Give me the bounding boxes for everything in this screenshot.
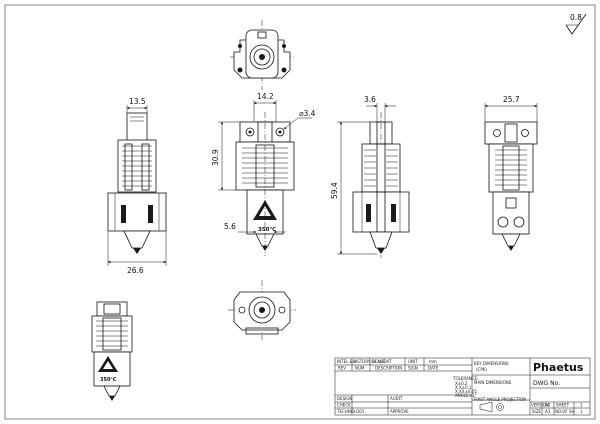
- tb-intel-label: INTEL & L: [337, 359, 357, 364]
- iso-temp-label: 350℃: [100, 377, 117, 383]
- dim-rear-width: 25.7: [503, 95, 520, 104]
- tb-sign-col: SIGN: [408, 366, 418, 371]
- tb-cpk: (CPK): [476, 367, 487, 372]
- tb-version-value: A0: [545, 403, 551, 408]
- dim-side-top-width: 14.2: [257, 92, 274, 101]
- surface-finish-value: 0.8: [570, 13, 582, 22]
- tb-tolerance-2: X.X±0.1: [455, 385, 472, 390]
- bottom-view: [228, 280, 296, 340]
- tb-tolerance-label: TOLERANCE:: [452, 376, 478, 381]
- tb-check-label: CHECK: [337, 403, 351, 408]
- tb-approve-label: APPROVE: [390, 409, 409, 414]
- tb-sheet-value: 1: [580, 403, 583, 408]
- tb-tolerance-1: X±0.2: [455, 381, 468, 386]
- top-view: [230, 20, 294, 90]
- dim-front-top-width: 13.5: [129, 97, 146, 106]
- tb-main-dimensions: MAIN DIMENSIONS: [474, 380, 512, 385]
- tb-key-dimensions: KEY DIMENSIONS: [474, 361, 509, 366]
- side-temp-label: 350℃: [258, 226, 276, 233]
- side-view: 350℃ 14.2 ⌀3.4 30.9 5.6: [211, 92, 316, 256]
- rear-view: 25.7: [484, 95, 538, 251]
- dim-side-hole-dia: ⌀3.4: [299, 109, 316, 118]
- section-view: 3.6 59.4: [330, 95, 410, 258]
- tb-no-of-sh-label: NO.OF SH: [555, 409, 575, 414]
- tb-size-value: A3: [545, 409, 551, 414]
- tb-scale-label: SCALE: [372, 359, 385, 364]
- dim-section-total-height: 59.4: [330, 182, 339, 199]
- tb-history-label: HISTORY OF UPDAT: [353, 359, 392, 364]
- tb-description-col: DESCRIPTION: [375, 366, 402, 371]
- isometric-view: 350℃: [91, 301, 133, 401]
- tb-technology-label: TECHNOLOGY: [336, 409, 365, 414]
- tb-num-col: NUM: [355, 366, 365, 371]
- tb-dwg-label: DWG No.: [533, 380, 560, 387]
- tb-projection-label: FIRST ANGLE PROJECTION: [474, 397, 526, 402]
- projection-symbol: [479, 401, 504, 413]
- tb-version-label: VERSION: [531, 403, 549, 408]
- tb-unit-label: UNIT: [408, 359, 418, 364]
- dim-front-base-width: 26.6: [127, 266, 144, 275]
- tb-tolerance-4: ANGLE±1°: [455, 393, 476, 398]
- tb-audit-label: AUDIT: [390, 396, 403, 401]
- title-block: INTEL & L HISTORY OF UPDAT SCALE UNIT mm…: [334, 357, 591, 416]
- tb-brand: Phaetus: [533, 361, 584, 374]
- surface-finish-symbol: 0.8: [565, 13, 587, 35]
- tb-design-label: DESIGN: [337, 396, 352, 401]
- tb-tolerance-3: X.XX±0.05: [455, 389, 477, 394]
- dim-side-body-height: 30.9: [211, 149, 220, 166]
- dim-side-nozzle-offset: 5.6: [224, 222, 236, 231]
- tb-sheet-label: SHEET: [556, 403, 570, 408]
- tb-size-label: SIZE: [532, 409, 541, 414]
- tb-unit-value: mm: [429, 359, 437, 364]
- sheet-border: [4, 4, 596, 420]
- front-view: 13.5 26.6: [107, 97, 167, 275]
- dim-section-top-width: 3.6: [364, 95, 376, 104]
- tb-rev-col: REV: [338, 366, 346, 371]
- tb-date-col: DATE: [428, 366, 439, 371]
- tb-no-of-sh-value: 1: [580, 409, 583, 414]
